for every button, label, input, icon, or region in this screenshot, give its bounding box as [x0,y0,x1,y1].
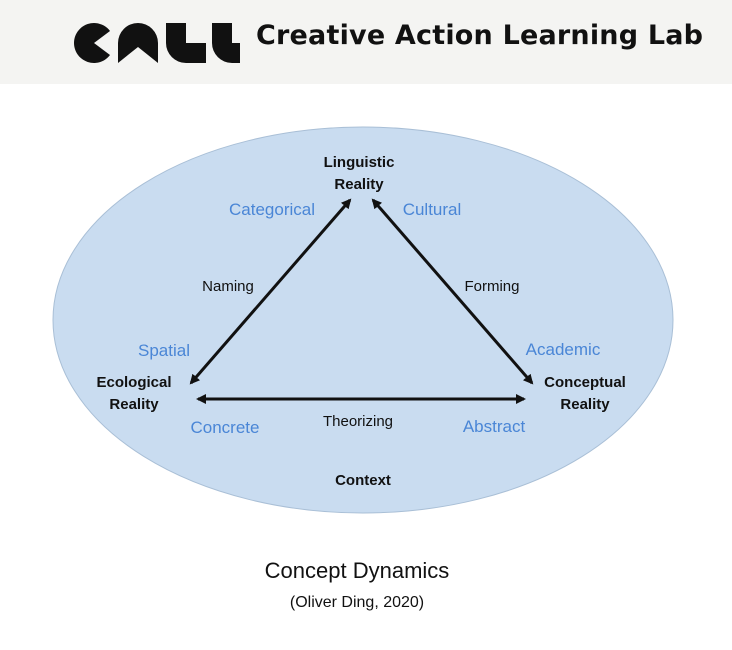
categorical-label: Categorical [229,200,315,219]
brand-title: Creative Action Learning Lab [256,20,704,51]
naming-label: Naming [202,278,254,295]
caption-title: Concept Dynamics [264,558,450,583]
cultural-label: Cultural [403,200,462,219]
call-logo [74,23,240,64]
logo-letter-c [74,23,110,64]
conceptual-reality-label-line1: Conceptual [544,374,626,391]
ecological-reality-label-line1: Ecological [96,374,171,391]
logo-letter-l1 [166,23,206,63]
abstract-label: Abstract [463,417,526,436]
forming-label: Forming [464,278,519,295]
forming-arrow [371,198,534,385]
academic-label: Academic [526,340,601,359]
ecological-reality-label-line2: Reality [109,396,159,413]
linguistic-reality-label-line2: Reality [334,176,384,193]
logo-letter-a [118,23,158,63]
naming-arrow [189,198,352,385]
logo-letter-l2 [212,23,240,63]
context-label: Context [335,472,391,489]
theorizing-label: Theorizing [323,413,393,430]
caption-subtitle: (Oliver Ding, 2020) [289,594,425,611]
linguistic-reality-label-line1: Linguistic [324,154,395,171]
spatial-label: Spatial [138,341,190,360]
conceptual-reality-label-line2: Reality [560,396,610,413]
concrete-label: Concrete [191,418,260,437]
header-bar: Creative Action Learning Lab [0,0,732,84]
